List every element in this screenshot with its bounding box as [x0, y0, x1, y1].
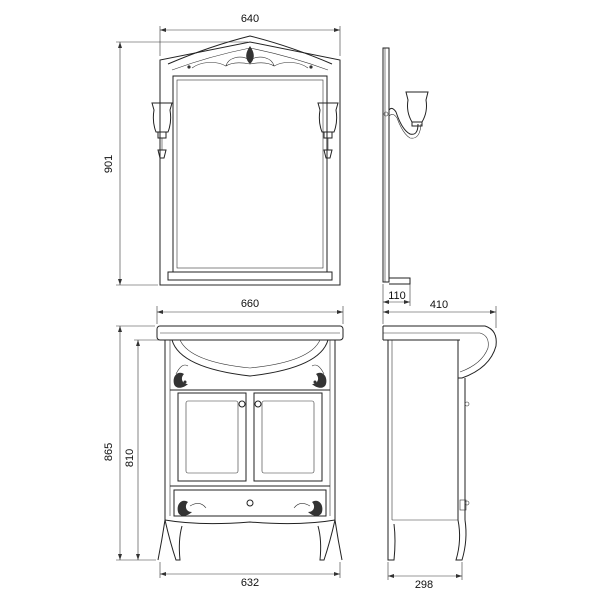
cabinet-total-height-label: 865 [103, 443, 115, 461]
mirror-height-dimension: 901 [103, 41, 248, 286]
crown-ornament-icon [187, 46, 313, 69]
left-sconce-icon [151, 102, 173, 159]
side-sconce-icon [383, 91, 429, 139]
cabinet-body-height-dimension: 810 [124, 339, 160, 560]
mirror-front-view [151, 35, 341, 286]
cabinet-side-view [382, 325, 497, 561]
mirror-depth-dimension: 110 [382, 284, 411, 306]
mirror-side-view [382, 47, 429, 285]
mirror-width-label: 640 [241, 13, 259, 25]
left-upper-ornament-icon [173, 364, 189, 388]
sink-depth-dimension: 410 [382, 299, 497, 328]
left-drawer-ornament-icon [177, 500, 207, 516]
cabinet-body-height-label: 810 [124, 449, 136, 467]
cabinet-front-view [156, 325, 344, 561]
side-door-knob-icon [464, 401, 470, 407]
right-drawer-ornament-icon [293, 500, 323, 516]
sink-depth-label: 410 [430, 299, 448, 311]
sink-width-label: 660 [241, 298, 259, 310]
side-drawer-knob-icon [464, 500, 470, 506]
mirror-height-label: 901 [103, 155, 115, 173]
right-upper-ornament-icon [311, 364, 327, 388]
cabinet-width-dimension: 632 [159, 562, 341, 589]
cabinet-width-label: 632 [241, 577, 259, 589]
mirror-width-dimension: 640 [159, 13, 341, 56]
right-door-knob-icon [254, 400, 262, 408]
left-door-knob-icon [238, 400, 246, 408]
cabinet-depth-dimension: 298 [387, 562, 463, 591]
sink-width-dimension: 660 [156, 298, 344, 324]
right-sconce-icon [317, 102, 339, 159]
cabinet-depth-label: 298 [415, 579, 433, 591]
mirror-depth-label: 110 [388, 290, 406, 302]
cabinet-total-height-dimension: 865 [103, 325, 156, 561]
drawer-knob-icon [246, 499, 254, 507]
